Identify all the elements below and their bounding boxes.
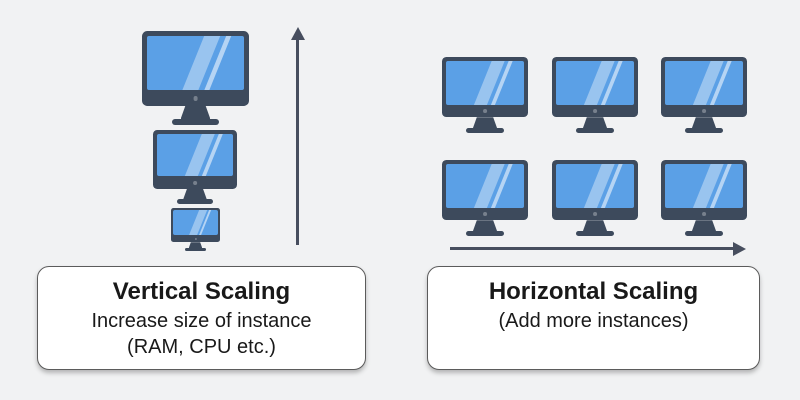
monitor-camera-dot: [702, 212, 706, 216]
monitor-stand: [582, 117, 608, 128]
arrow-shaft: [450, 247, 734, 250]
monitor-bezel: [442, 57, 528, 118]
arrow-shaft: [296, 39, 299, 245]
monitor-screen: [446, 164, 524, 208]
monitor-base: [685, 230, 723, 236]
monitor-base: [184, 248, 207, 252]
vertical-scaling-label-box: Vertical Scaling Increase size of instan…: [37, 266, 366, 370]
monitor-icon-small: [171, 208, 220, 252]
monitor-screen: [173, 210, 218, 236]
monitor-bezel: [552, 57, 638, 118]
horizontal-scaling-line1: (Add more instances): [498, 310, 689, 332]
monitor-screen: [665, 61, 743, 105]
monitor-screen: [147, 36, 244, 91]
arrow-head: [290, 27, 305, 40]
monitor-base: [685, 127, 723, 133]
monitor-screen: [446, 61, 524, 105]
monitor-screen: [665, 164, 743, 208]
monitor-base: [466, 230, 504, 236]
vertical-scaling-title: Vertical Scaling: [112, 278, 291, 305]
monitor-bezel: [442, 160, 528, 221]
monitor-icon-grid: [442, 57, 528, 133]
monitor-base: [466, 127, 504, 133]
monitor-camera-dot: [193, 180, 197, 185]
horizontal-scaling-title: Horizontal Scaling: [488, 278, 699, 305]
monitor-bezel: [661, 57, 747, 118]
monitor-stand: [180, 105, 211, 120]
monitor-icon-grid: [442, 160, 528, 236]
monitor-stand: [691, 117, 717, 128]
monitor-bezel: [142, 31, 249, 106]
monitor-screen: [556, 164, 634, 208]
monitor-camera-dot: [194, 237, 197, 240]
monitor-icon-grid: [552, 57, 638, 133]
monitor-camera-dot: [483, 212, 487, 216]
monitor-icon-large: [142, 31, 249, 126]
monitor-camera-dot: [593, 212, 597, 216]
monitor-icon-grid: [552, 160, 638, 236]
monitor-camera-dot: [702, 109, 706, 113]
monitor-icon-grid: [661, 160, 747, 236]
monitor-icon-grid: [661, 57, 747, 133]
monitor-stand: [188, 242, 203, 249]
monitor-stand: [183, 188, 207, 200]
monitor-camera-dot: [483, 109, 487, 113]
monitor-stand: [582, 220, 608, 231]
monitor-base: [171, 119, 220, 126]
vertical-scaling-line2: (RAM, CPU etc.): [127, 336, 276, 358]
horizontal-scaling-label-box: Horizontal Scaling (Add more instances): [427, 266, 760, 370]
arrow-head: [733, 241, 746, 256]
monitor-screen: [556, 61, 634, 105]
monitor-base: [576, 230, 614, 236]
monitor-bezel: [661, 160, 747, 221]
monitor-stand: [472, 117, 498, 128]
vertical-scaling-line1: Increase size of instance: [91, 310, 312, 332]
monitor-icon-medium: [153, 130, 237, 204]
monitor-stand: [472, 220, 498, 231]
monitor-screen: [157, 134, 233, 177]
right-arrow-icon: [450, 241, 746, 256]
monitor-camera-dot: [593, 109, 597, 113]
monitor-base: [576, 127, 614, 133]
up-arrow-icon: [290, 27, 305, 245]
monitor-base: [176, 199, 214, 204]
monitor-bezel: [171, 208, 220, 243]
monitor-bezel: [153, 130, 237, 189]
monitor-stand: [691, 220, 717, 231]
monitor-bezel: [552, 160, 638, 221]
monitor-camera-dot: [193, 95, 198, 101]
